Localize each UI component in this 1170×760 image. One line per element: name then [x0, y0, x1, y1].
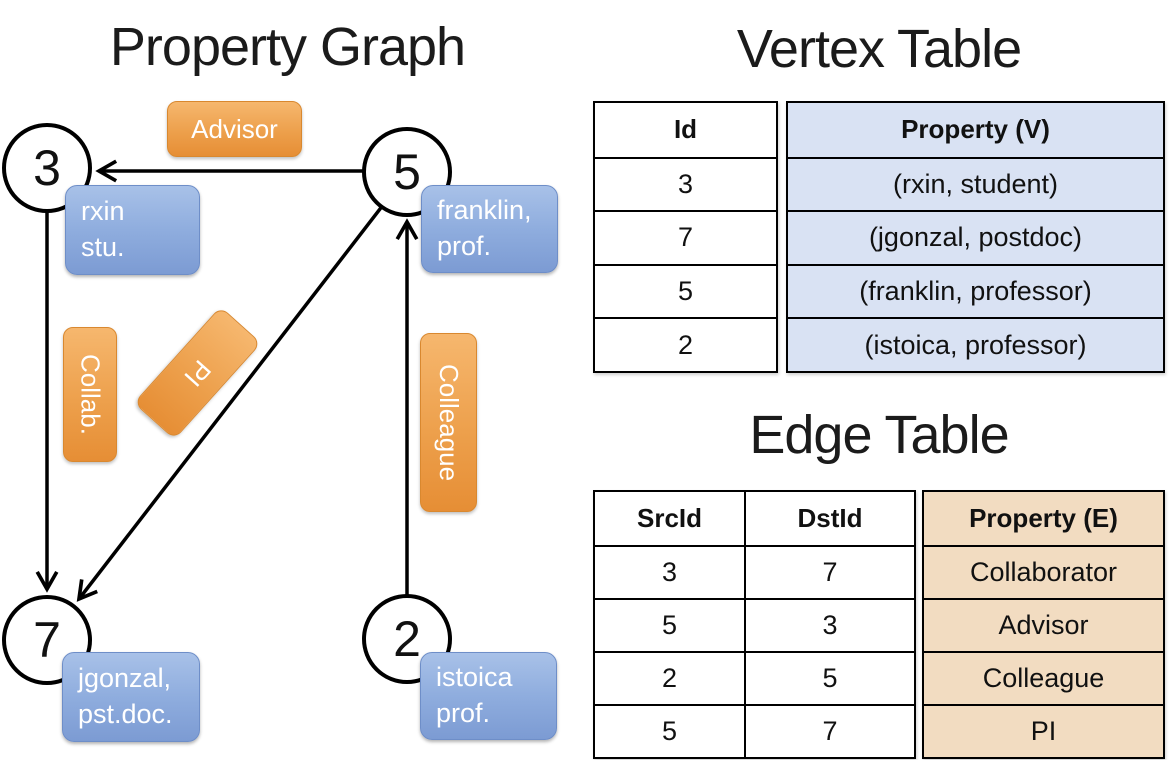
edge-table-property-header: Property (E)	[969, 503, 1118, 533]
vertex-property-box-2: istoica prof.	[420, 652, 557, 740]
node-id: 5	[393, 144, 421, 200]
edge-table-property-cell: Collaborator	[924, 545, 1163, 598]
edge-table-src-cell: 3	[595, 545, 744, 598]
vertex-table-property-cell: (jgonzal, postdoc)	[788, 210, 1163, 264]
edge-label-colleague: Colleague	[420, 333, 477, 512]
edge-table-dst-cell: 3	[744, 598, 914, 651]
vertex-property-line: prof.	[437, 231, 492, 261]
edge-table-src-cell: 5	[595, 704, 744, 757]
vertex-table-id-cell: 7	[595, 210, 776, 264]
vertex-table-title: Vertex Table	[736, 19, 1022, 79]
vertex-table-property-cell: (rxin, student)	[788, 156, 1163, 211]
edge-table-dst-cell: 5	[744, 651, 914, 704]
edge-table-property-column: Property (E) Collaborator Advisor Collea…	[922, 490, 1165, 759]
graph-edges-layer	[35, 159, 419, 638]
edge-table-src-cell: 2	[595, 651, 744, 704]
vertex-property-box-5: franklin, prof.	[421, 185, 558, 273]
edge-pi-5-to-7	[76, 172, 409, 602]
edge-label-text: Collab.	[75, 354, 106, 435]
vertex-property-line: pst.doc.	[78, 699, 173, 729]
vertex-property-line: rxin	[81, 196, 125, 227]
edge-label-advisor: Advisor	[167, 101, 302, 157]
vertex-table-id-cell: 3	[595, 156, 776, 211]
vertex-property-box-3: rxin stu.	[65, 185, 200, 275]
edge-label-text: PI	[178, 354, 218, 393]
edge-table-dst-cell: 7	[744, 704, 914, 757]
vertex-table-id-cell: 5	[595, 263, 776, 318]
vertex-property-line: prof.	[436, 698, 491, 728]
edge-table-dstid-header: DstId	[744, 492, 914, 545]
vertex-table-property-cell: (istoica, professor)	[788, 317, 1163, 371]
vertex-table-id-header: Id	[673, 114, 698, 145]
vertex-table-property-column: Property (V) (rxin, student) (jgonzal, p…	[786, 101, 1165, 373]
vertex-property-box-7: jgonzal, pst.doc.	[62, 652, 200, 742]
vertex-property-line: franklin,	[437, 195, 532, 226]
edge-table-dst-cell: 7	[744, 545, 914, 598]
vertex-property-line: istoica	[436, 662, 513, 693]
edge-label-collab: Collab.	[63, 327, 117, 462]
edge-table-property-cell: Advisor	[924, 598, 1163, 651]
vertex-table-id-cell: 2	[595, 317, 776, 371]
edge-table-property-cell: PI	[924, 704, 1163, 757]
node-id: 7	[33, 612, 61, 668]
node-id: 3	[33, 140, 61, 196]
edge-table-src-cell: 5	[595, 598, 744, 651]
graph-node-5: 5	[362, 127, 452, 217]
edge-table-srcid-header: SrcId	[636, 503, 703, 533]
graph-node-2: 2	[362, 594, 452, 684]
vertex-table-id-column: Id 3 7 5 2	[593, 101, 778, 373]
edge-table-src-dst-columns: SrcId DstId 3 7 5 3 2 5 5 7	[593, 490, 916, 759]
edge-table-property-cell: Colleague	[924, 651, 1163, 704]
vertex-property-line: jgonzal,	[78, 663, 172, 694]
property-graph-title: Property Graph	[109, 17, 466, 77]
vertex-property-line: stu.	[81, 232, 125, 262]
vertex-table-property-cell: (franklin, professor)	[788, 263, 1163, 318]
vertex-table-property-header: Property (V)	[901, 114, 1050, 145]
edge-table-title: Edge Table	[749, 405, 1009, 465]
node-id: 2	[393, 611, 421, 667]
edge-label-text: Advisor	[191, 113, 278, 144]
edge-label-text: Colleague	[434, 363, 464, 482]
